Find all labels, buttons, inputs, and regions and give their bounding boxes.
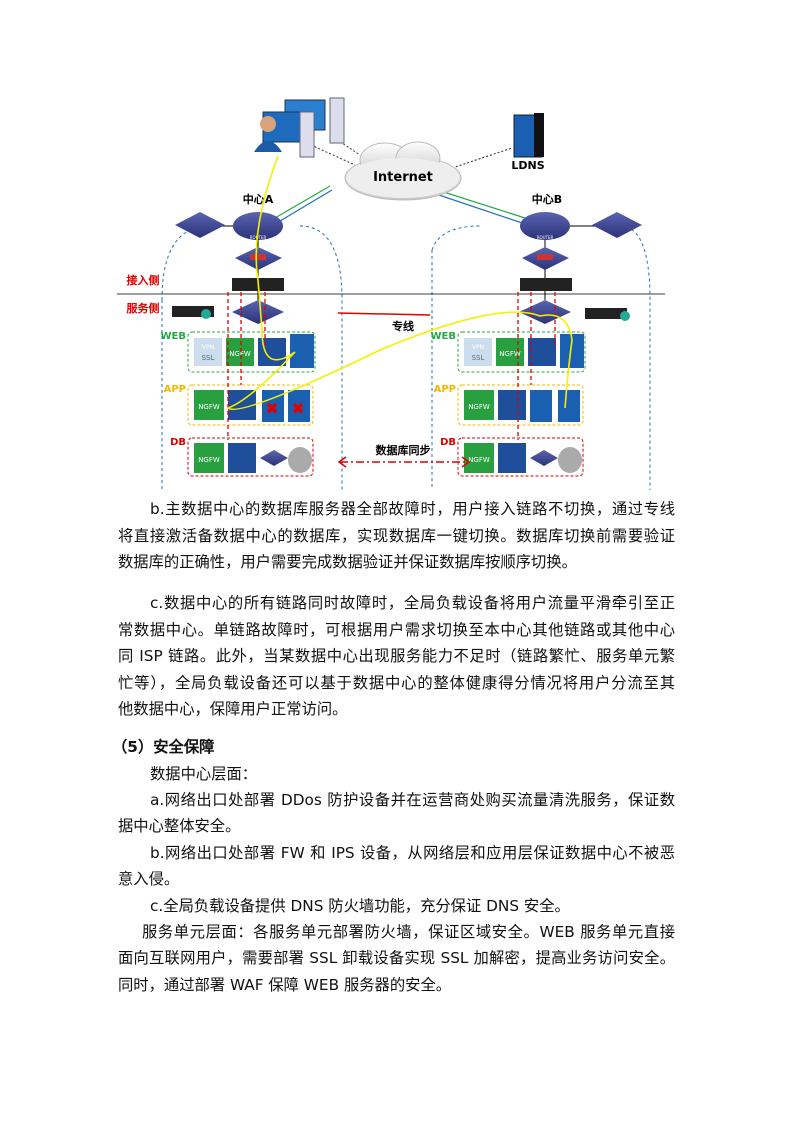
db-zone-b-label: DB	[440, 437, 456, 448]
internet-label: Internet	[373, 170, 433, 185]
router-b-icon: ROUTER	[520, 212, 570, 240]
red-flow-lines	[227, 292, 556, 440]
para-b-line-2: 将直接激活备数据中心的数据库，实现数据库一键切换。数据库切换前需要验证	[118, 527, 675, 545]
svg-text:NGFW: NGFW	[468, 456, 490, 464]
ddos-switch-b-icon	[592, 212, 642, 238]
svc-level-line-1: 服务单元层面：各服务单元部署防火墙，保证区域安全。WEB 服务单元直接	[142, 923, 675, 941]
item-a-line-1: a.网络出口处部署 DDos 防护设备并在运营商处购买流量清洗服务，保证数	[150, 791, 675, 809]
para-c-line-1: c.数据中心的所有链路同时故障时，全局负载设备将用户流量平滑牵引至正	[150, 594, 675, 612]
item-b-line-2: 意入侵。	[118, 870, 180, 888]
para-b-line-3: 数据库的正确性，用户需要完成数据验证并保证数据库按顺序切换。	[118, 553, 577, 571]
svg-text:NGFW: NGFW	[198, 456, 220, 464]
svg-text:SSL: SSL	[202, 354, 215, 362]
svg-text:NGFW: NGFW	[499, 350, 521, 358]
server-b-icon	[585, 308, 627, 319]
service-side-label: 服务侧	[127, 301, 160, 315]
db-sync-label: 数据库同步	[376, 443, 431, 457]
access-side-label: 接入侧	[127, 273, 160, 287]
svg-text:VPN: VPN	[202, 344, 214, 351]
web-zone-b-label: WEB	[431, 331, 456, 342]
dc-level-label: 数据中心层面：	[150, 765, 258, 783]
zones-center-a: WEB VPN SSL NGFW APP NGFW ✖ ✖ DB NGFW	[161, 331, 316, 477]
app-zone-b-label: APP	[434, 384, 456, 395]
ldns-server-icon: LDNS	[511, 113, 545, 172]
svg-text:NGFW: NGFW	[229, 350, 251, 358]
item-a-line-2: 据中心整体安全。	[118, 817, 241, 835]
para-c-line-2: 常数据中心。单链路故障时，可根据用户需求切换至本中心其他链路或其他中心	[118, 621, 675, 639]
web-zone-a-label: WEB	[161, 331, 186, 342]
para-c-line-5: 他数据中心，保障用户正常访问。	[118, 700, 348, 718]
section-heading: （5）安全保障	[112, 738, 215, 756]
core-switch-a-icon	[232, 300, 284, 324]
dedicated-line	[337, 312, 431, 316]
ldns-label: LDNS	[511, 159, 544, 172]
app-zone-a-label: APP	[164, 384, 186, 395]
zones-center-b: WEB VPN SSL NGFW APP NGFW DB NGFW	[431, 331, 586, 477]
core-switch-b-icon	[519, 300, 571, 324]
dedicated-line-label: 专线	[392, 319, 414, 333]
svg-text:ROUTER: ROUTER	[250, 235, 267, 240]
internet-cloud: Internet	[344, 141, 462, 201]
svg-text:ROUTER: ROUTER	[537, 235, 554, 240]
svg-text:✖: ✖	[291, 399, 304, 418]
svc-level-line-3: 同时，通过部署 WAF 保障 WEB 服务器的安全。	[118, 976, 452, 994]
server-a-icon	[172, 306, 214, 317]
svc-level-line-2: 面向互联网用户，需要部署 SSL 卸载设备实现 SSL 加解密，提高业务访问安全…	[118, 949, 675, 967]
item-b-line-1: b.网络出口处部署 FW 和 IPS 设备，从网络层和应用层保证数据中心不被恶	[150, 844, 675, 862]
load-balancer-b-icon	[520, 278, 572, 291]
para-c-line-4: 忙等），全局负载设备还可以基于数据中心的整体健康得分情况将用户分流至其	[118, 674, 675, 692]
item-c: c.全局负载设备提供 DNS 防火墙功能，充分保证 DNS 安全。	[150, 897, 570, 915]
center-b-label: 中心B	[532, 192, 562, 206]
svg-text:✖: ✖	[265, 399, 278, 418]
para-c-line-3: 同 ISP 链路。此外，当某数据中心出现服务能力不足时（链路繁忙、服务单元繁	[118, 647, 675, 665]
para-b-line-1: b.主数据中心的数据库服务器全部故障时，用户接入链路不切换，通过专线	[150, 500, 675, 518]
db-zone-a-label: DB	[170, 437, 186, 448]
traffic-flow-path	[226, 155, 573, 411]
users-icon	[254, 97, 345, 158]
ddos-switch-a-icon	[175, 212, 225, 238]
svg-text:NGFW: NGFW	[468, 403, 490, 411]
svg-text:VPN: VPN	[472, 344, 484, 351]
network-diagram: Internet LDNS 中心A 中心B ROUTER ROUTER 接入侧 …	[117, 97, 665, 490]
center-a-label: 中心A	[243, 192, 274, 206]
svg-text:NGFW: NGFW	[198, 403, 220, 411]
svg-text:SSL: SSL	[472, 354, 485, 362]
